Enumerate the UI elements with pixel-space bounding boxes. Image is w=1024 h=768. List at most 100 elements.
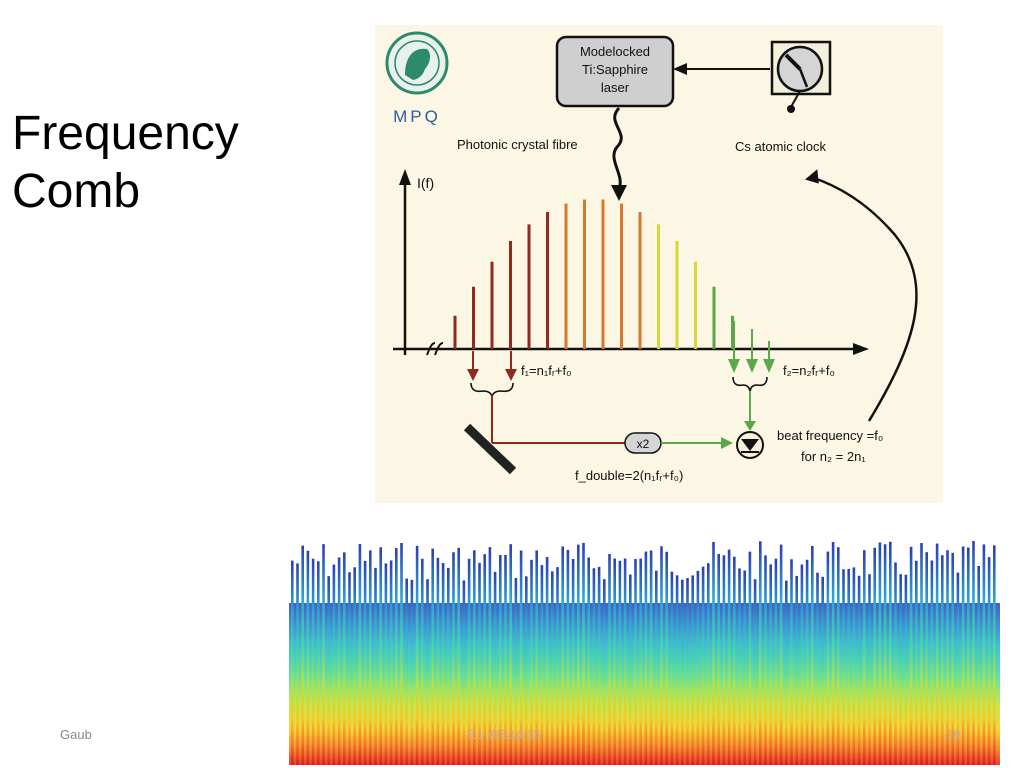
laser-box: Modelocked Ti:Sapphire laser — [555, 35, 675, 108]
spectrum-line — [395, 548, 398, 765]
spectrum-line — [805, 559, 809, 765]
spectrum-line — [790, 559, 793, 765]
spectrum-line — [592, 568, 596, 765]
spectrum-line — [369, 550, 372, 765]
spectrum-line — [712, 541, 715, 765]
spectrum-line — [852, 567, 856, 765]
spectrum-line — [920, 543, 923, 765]
spectrum-line — [883, 544, 887, 765]
spectrum-line — [509, 544, 512, 765]
spectrum-line — [733, 556, 736, 765]
spectrum-line — [904, 574, 908, 765]
spectrum-line — [738, 568, 741, 765]
spectrum-line — [909, 546, 913, 765]
spectrum-line — [785, 580, 788, 765]
f2-label: f₂=n₂fᵣ+f₀ — [783, 363, 835, 378]
spectrum-line — [670, 571, 674, 765]
spectrum-line — [795, 575, 798, 765]
logo-text: MPQ — [393, 107, 441, 126]
beat-label-2: for n₂ = 2n₁ — [801, 449, 866, 464]
spectrum-line — [639, 558, 642, 765]
y-axis-label: I(f) — [417, 175, 434, 191]
spectrum-line — [551, 571, 554, 765]
spectrum-line — [514, 578, 518, 765]
spectrum-line — [722, 555, 726, 765]
footer-author: Gaub — [60, 727, 92, 742]
spectrum-line — [831, 541, 835, 765]
frequency-comb-diagram: MPQ Modelocked Ti:Sapphire laser Photoni… — [375, 25, 943, 503]
spectrum-line — [946, 550, 949, 765]
spectrum-line — [296, 563, 299, 765]
spectrum-line — [441, 563, 445, 765]
spectrum-line — [337, 557, 341, 765]
spectrum-line — [623, 558, 627, 765]
spectrum-line — [618, 560, 622, 765]
spectrum-line — [431, 548, 434, 765]
spectrum-line — [743, 570, 746, 765]
spectrum-line — [691, 575, 694, 765]
spectrum-line — [935, 543, 939, 765]
spectrum-line — [727, 549, 731, 765]
spectrum-line — [311, 558, 315, 765]
fibre-label: Photonic crystal fibre — [457, 137, 578, 152]
axis-break-icon — [426, 342, 444, 356]
clock-icon — [770, 40, 832, 113]
spectrum-line — [358, 544, 362, 765]
footer-course: E1 WS14/15 — [468, 727, 541, 742]
spectrum-line — [753, 579, 757, 765]
mpq-logo: MPQ — [385, 31, 449, 126]
f1-label: f₁=n₁fᵣ+f₀ — [521, 363, 572, 378]
title-line-2: Comb — [12, 165, 141, 218]
spectrum-line — [327, 576, 330, 765]
spectrum-line — [504, 555, 507, 765]
spectrum-line — [577, 544, 580, 765]
spectrum-line — [925, 552, 928, 765]
spectrum-line — [426, 579, 429, 765]
spectrum-line — [384, 563, 388, 765]
spectrum-line — [774, 558, 778, 765]
spectrum-line — [306, 550, 310, 765]
spectrum-line — [993, 545, 996, 765]
feedback-arrow-icon — [805, 169, 819, 184]
spectrum-line — [400, 543, 403, 765]
spectrum-line — [873, 547, 876, 765]
spectrum-line — [982, 544, 986, 765]
spectrum-line — [462, 580, 466, 765]
spectrum-line — [868, 574, 871, 765]
spectrum-line — [696, 570, 700, 765]
photodiode-icon — [736, 431, 764, 459]
spectrum-line — [987, 557, 991, 765]
spectrum-line — [535, 550, 538, 765]
spectrum-line — [608, 553, 611, 765]
spectrum-line — [343, 552, 346, 765]
spectrum-line — [842, 569, 845, 765]
spectrum-line — [759, 541, 762, 765]
fdouble-label: f_double=2(n₁fᵣ+f₀) — [575, 468, 683, 483]
spectrum-line — [634, 559, 637, 765]
spectrum-line — [519, 550, 523, 765]
spectrum-line — [488, 547, 492, 765]
clock-to-laser-arrow — [673, 63, 687, 75]
spectrum-line — [587, 557, 590, 765]
spectrum-line — [655, 570, 658, 765]
spectrum-line — [473, 550, 476, 765]
spectrum-line — [660, 546, 663, 765]
spectrum-line — [899, 574, 902, 765]
spectrum-line — [665, 551, 668, 765]
spectrum-line — [764, 555, 767, 765]
spectrum-line — [415, 545, 419, 765]
spectrum-line — [821, 576, 824, 765]
spectrum-line — [972, 541, 975, 765]
spectrum-line — [493, 571, 497, 765]
spectrum-line — [701, 566, 705, 765]
spectrum-line — [894, 562, 897, 765]
spectrum-line — [951, 552, 954, 765]
spectrum-line — [363, 560, 367, 765]
spectrum-line — [857, 575, 861, 765]
spectrum-line — [748, 551, 752, 765]
fibre-arrow-icon — [611, 185, 627, 201]
beat-label-1: beat frequency =f₀ — [777, 428, 883, 443]
spectrum-line — [540, 565, 544, 765]
clock-label: Cs atomic clock — [735, 139, 827, 154]
laser-label-1: Modelocked — [580, 44, 650, 59]
